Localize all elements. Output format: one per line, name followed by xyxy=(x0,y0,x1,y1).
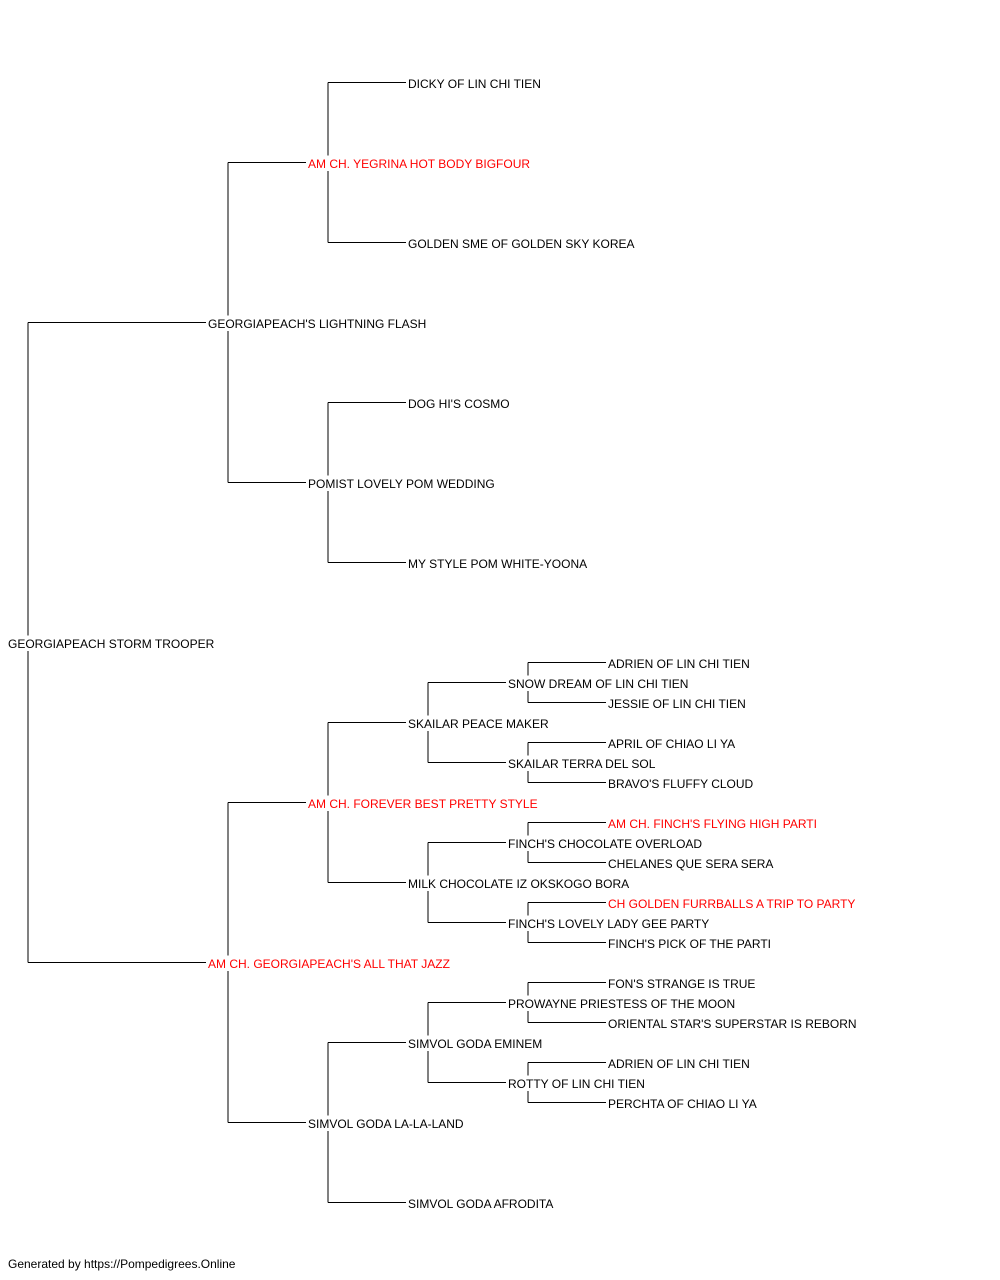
pedigree-node-dam-dam-sire: SIMVOL GODA EMINEM xyxy=(408,1037,545,1051)
generated-by-footer: Generated by https://Pompedigrees.Online xyxy=(8,1257,236,1271)
pedigree-node-dam-sire-sire: SKAILAR PEACE MAKER xyxy=(408,717,551,731)
pedigree-node-sire-sire-dam: GOLDEN SME OF GOLDEN SKY KOREA xyxy=(408,237,637,251)
pedigree-node-dam-dam: SIMVOL GODA LA-LA-LAND xyxy=(308,1117,466,1131)
pedigree-node-sire-sire: AM CH. YEGRINA HOT BODY BIGFOUR xyxy=(308,157,533,171)
pedigree-node-sire-dam: POMIST LOVELY POM WEDDING xyxy=(308,477,497,491)
pedigree-node-dam-sire-sire-dam: SKAILAR TERRA DEL SOL xyxy=(508,757,658,771)
pedigree-node-dam-sire-dam-dam-sire: CH GOLDEN FURRBALLS A TRIP TO PARTY xyxy=(608,897,858,911)
pedigree-node-dam-dam-sire-sire-dam: ORIENTAL STAR'S SUPERSTAR IS REBORN xyxy=(608,1017,859,1031)
pedigree-node-sire-dam-sire: DOG HI'S COSMO xyxy=(408,397,512,411)
pedigree-node-dam-sire-sire-sire-sire: ADRIEN OF LIN CHI TIEN xyxy=(608,657,752,671)
pedigree-node-root: GEORGIAPEACH STORM TROOPER xyxy=(8,637,217,651)
pedigree-node-dam-sire-dam-sire-sire: AM CH. FINCH'S FLYING HIGH PARTI xyxy=(608,817,819,831)
pedigree-node-dam-sire-sire-dam-dam: BRAVO'S FLUFFY CLOUD xyxy=(608,777,756,791)
pedigree-node-dam-sire-dam: MILK CHOCOLATE IZ OKSKOGO BORA xyxy=(408,877,632,891)
pedigree-node-dam-sire-dam-dam-dam: FINCH'S PICK OF THE PARTI xyxy=(608,937,773,951)
pedigree-node-dam-sire-dam-sire-dam: CHELANES QUE SERA SERA xyxy=(608,857,776,871)
pedigree-node-dam-sire-sire-sire: SNOW DREAM OF LIN CHI TIEN xyxy=(508,677,691,691)
pedigree-node-dam-sire-dam-sire: FINCH'S CHOCOLATE OVERLOAD xyxy=(508,837,705,851)
pedigree-node-sire-sire-sire: DICKY OF LIN CHI TIEN xyxy=(408,77,543,91)
pedigree-node-sire: GEORGIAPEACH'S LIGHTNING FLASH xyxy=(208,317,429,331)
pedigree-node-dam-dam-dam: SIMVOL GODA AFRODITA xyxy=(408,1197,556,1211)
pedigree-node-dam-dam-sire-sire-sire: FON'S STRANGE IS TRUE xyxy=(608,977,758,991)
pedigree-node-dam-sire-sire-dam-sire: APRIL OF CHIAO LI YA xyxy=(608,737,738,751)
pedigree-node-dam: AM CH. GEORGIAPEACH'S ALL THAT JAZZ xyxy=(208,957,452,971)
pedigree-node-sire-dam-dam: MY STYLE POM WHITE-YOONA xyxy=(408,557,590,571)
pedigree-node-dam-dam-sire-dam-dam: PERCHTA OF CHIAO LI YA xyxy=(608,1097,759,1111)
pedigree-node-dam-dam-sire-sire: PROWAYNE PRIESTESS OF THE MOON xyxy=(508,997,738,1011)
pedigree-node-dam-sire-dam-dam: FINCH'S LOVELY LADY GEE PARTY xyxy=(508,917,712,931)
pedigree-node-dam-dam-sire-dam: ROTTY OF LIN CHI TIEN xyxy=(508,1077,647,1091)
pedigree-node-dam-dam-sire-dam-sire: ADRIEN OF LIN CHI TIEN xyxy=(608,1057,752,1071)
pedigree-node-dam-sire-sire-sire-dam: JESSIE OF LIN CHI TIEN xyxy=(608,697,748,711)
pedigree-node-dam-sire: AM CH. FOREVER BEST PRETTY STYLE xyxy=(308,797,540,811)
